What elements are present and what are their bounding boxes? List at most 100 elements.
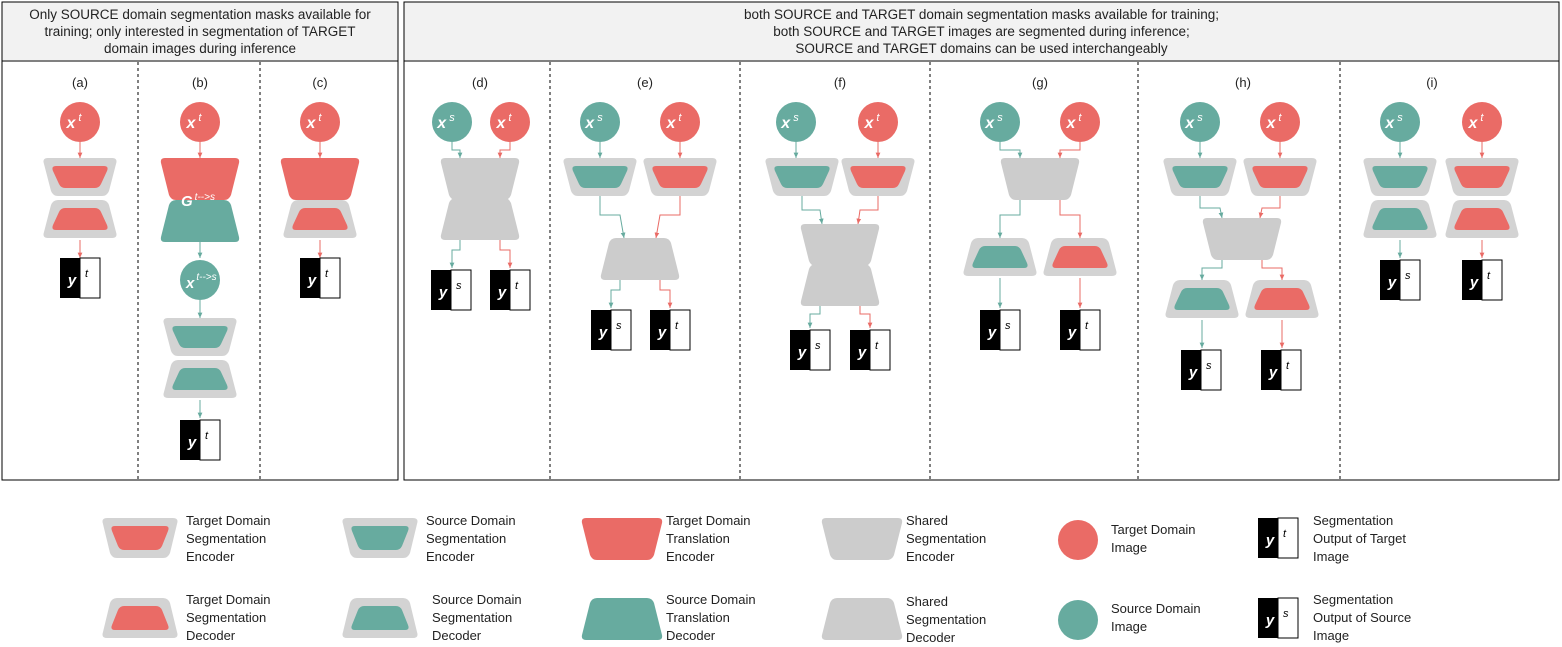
svg-text:t: t [515,280,519,292]
shared-segmentation-encoder [800,224,880,266]
segmentation-decoder [1043,238,1117,276]
svg-text:y: y [187,434,197,451]
panel-label: (d) [472,75,488,90]
svg-text:y: y [987,324,997,341]
connector-arrow [1199,260,1223,280]
legend-label-target-image: Target Domain Image [1111,522,1196,555]
legend-label-target-seg-encoder: Target Domain Segmentation Encoder [186,513,271,564]
svg-text:y: y [1188,364,1198,381]
svg-text:y: y [67,272,77,289]
connector-arrow [801,196,824,225]
panel-label: (e) [637,75,653,90]
svg-text:y: y [307,272,317,289]
legend-target-seg-encoder [102,518,178,558]
segmentation-decoder [1363,200,1437,238]
svg-text:y: y [1067,324,1077,341]
target-translation-encoder [160,158,240,200]
connector-arrow [1059,200,1083,238]
connector-arrow [659,280,673,308]
panel-label: (f) [834,75,846,90]
connector-arrow [856,196,879,225]
legend-label-target-trans-encoder: Target Domain Translation Encoder [666,513,751,564]
shared-segmentation-encoder [1000,158,1080,200]
segmentation-encoder [1243,158,1317,196]
legend-label-source-trans-decoder: Source Domain Translation Decoder [666,592,756,643]
svg-text:t: t [875,340,879,352]
header-left: Only SOURCE domain segmentation masks av… [2,2,398,60]
legend-source-trans-decoder [581,598,663,640]
legend-label-source-image: Source Domain Image [1111,601,1201,634]
legend-label-shared-seg-encoder: Shared Segmentation Encoder [906,513,987,564]
shared-segmentation-decoder [800,264,880,306]
svg-text:y: y [1265,532,1275,549]
segmentation-encoder [765,158,839,196]
svg-text:y: y [497,284,507,301]
connector-arrow [859,306,873,328]
panel-label: (g) [1032,75,1048,90]
shared-segmentation-decoder [440,198,520,240]
connector-arrow [497,142,511,158]
connector-arrow [1057,142,1081,158]
shared-segmentation-encoder [1202,218,1282,260]
legend-label-seg-output-target: Segmentation Output of Target Image [1313,513,1406,564]
frame-left [1,1,399,481]
frame-right [403,1,1560,481]
segmentation-decoder [283,200,357,238]
connector-arrow [654,196,681,239]
legend-shared-seg-encoder [821,518,903,560]
segmentation-encoder [563,158,637,196]
shared-segmentation-encoder [440,158,520,200]
connector-arrow [1258,196,1281,219]
svg-text:y: y [598,324,608,341]
segmentation-encoder [43,158,117,196]
svg-text:t: t [205,430,209,442]
connector-arrow [997,200,1021,238]
legend-target-seg-decoder [102,598,178,638]
legend-label-seg-output-source: Segmentation Output of Source Image [1313,592,1412,643]
source-translation-decoder [160,200,240,242]
legend-label-target-seg-decoder: Target Domain Segmentation Decoder [186,592,271,643]
svg-text:s: s [1405,270,1411,282]
svg-text:y: y [857,344,867,361]
connector-arrow [599,196,626,239]
svg-text:y: y [1387,274,1397,291]
segmentation-encoder [1163,158,1237,196]
connector-arrow [451,142,463,158]
target-translation-encoder [280,158,360,200]
svg-text:s: s [1206,360,1212,372]
svg-text:s: s [456,280,462,292]
svg-text:y: y [1265,612,1275,629]
svg-text:t: t [325,268,329,280]
legend-target-image [1058,520,1098,560]
panel-label: (c) [312,75,327,90]
svg-text:t: t [675,320,679,332]
legend-target-trans-encoder [581,518,663,560]
svg-text:s: s [815,340,821,352]
